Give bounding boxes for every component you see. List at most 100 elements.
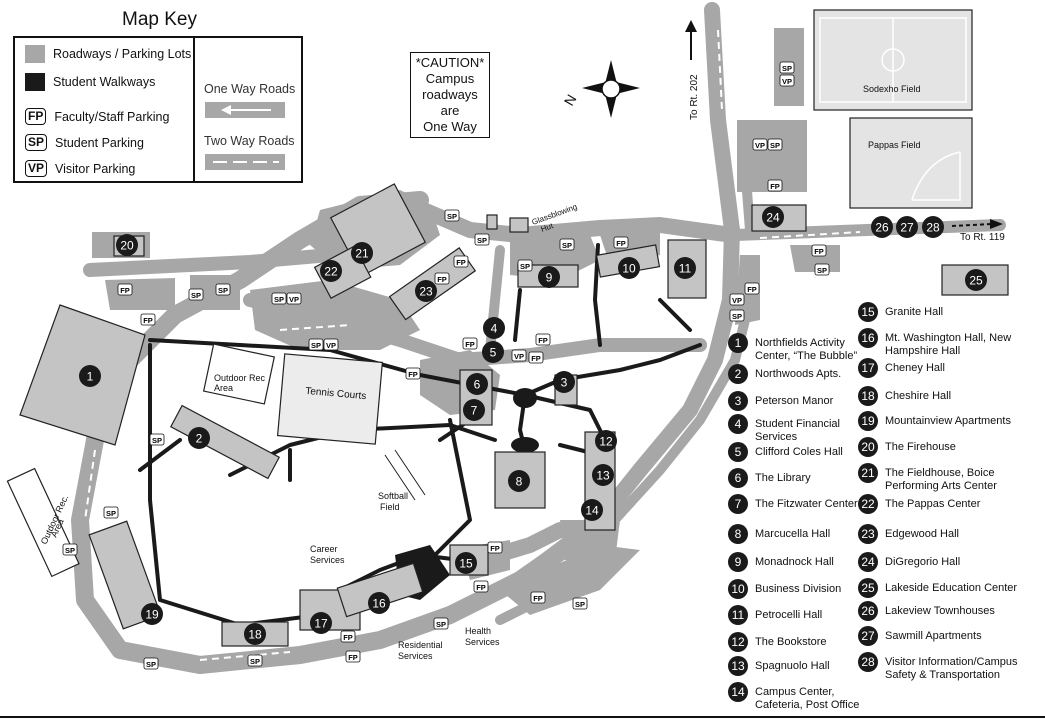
legend-number: 22 xyxy=(858,494,878,514)
key-sp-label: Student Parking xyxy=(55,135,144,150)
legend-name: Petrocelli Hall xyxy=(755,609,823,621)
vp-badge: VP xyxy=(511,349,527,362)
legend-number: 7 xyxy=(728,494,748,514)
roadway-swatch xyxy=(25,45,45,63)
marker-number: 23 xyxy=(419,285,433,299)
legend-name: Marcucella Hall xyxy=(755,528,831,540)
marker-15: 15 xyxy=(455,552,477,574)
rt119-label: To Rt. 119 xyxy=(960,232,1005,243)
walkway-swatch xyxy=(25,73,45,91)
sp-badge: SP xyxy=(767,138,783,151)
marker-6: 6 xyxy=(466,373,488,395)
legend-name: Lakeside Education Center xyxy=(885,582,1018,594)
softball-label-1: Softball xyxy=(378,491,408,501)
marker-number: 10 xyxy=(622,262,636,276)
badge-text: SP xyxy=(477,236,487,245)
legend-name: DiGregorio Hall xyxy=(885,556,961,568)
legend-number: 1 xyxy=(728,333,748,353)
marker-number: 20 xyxy=(120,239,134,253)
marker-number: 18 xyxy=(248,628,262,642)
sp-badge: SP xyxy=(729,309,745,322)
marker-7: 7 xyxy=(463,399,485,421)
marker-22: 22 xyxy=(320,260,342,282)
fp-badge: FP xyxy=(811,244,827,257)
badge-text: SP xyxy=(732,312,742,321)
one-way-markings xyxy=(84,29,861,661)
legend-number: 9 xyxy=(728,552,748,572)
marker-1: 1 xyxy=(79,365,101,387)
legend-item: 21 The Fieldhouse, Boice Performing Arts … xyxy=(858,463,1045,492)
legend-number: 19 xyxy=(858,411,878,431)
sp-badge: SP xyxy=(271,292,287,305)
outdoor-rec-label-1: Outdoor Rec xyxy=(214,373,266,383)
marker-25: 25 xyxy=(965,269,987,291)
legend-name: Northwoods Apts. xyxy=(755,368,842,380)
marker-26: 26 xyxy=(871,216,893,238)
legend-number: 24 xyxy=(858,552,878,572)
key-vp-label: Visitor Parking xyxy=(55,161,136,176)
glassblowing-label-2: Hut xyxy=(540,221,556,234)
badge-text: FP xyxy=(770,182,780,191)
vp-badge: VP xyxy=(779,74,795,87)
legend-number: 21 xyxy=(858,463,878,483)
legend-number: 25 xyxy=(858,578,878,598)
legend-name: Granite Hall xyxy=(885,306,944,318)
health-label-1: Health xyxy=(465,626,491,636)
badge-text: SP xyxy=(436,620,446,629)
legend-number: 20 xyxy=(858,437,878,457)
badge-text: SP xyxy=(447,212,457,221)
residential-label-1: Residential xyxy=(398,640,443,650)
marker-23: 23 xyxy=(415,280,437,302)
sp-badge: SP xyxy=(247,654,263,667)
vp-badge: VP xyxy=(729,293,745,306)
marker-number: 2 xyxy=(196,432,203,446)
badge-text: VP xyxy=(732,296,742,305)
marker-2: 2 xyxy=(188,427,210,449)
badge-text: FP xyxy=(814,247,824,256)
map-key-title: Map Key xyxy=(122,9,197,30)
caution-line: roadways xyxy=(422,87,478,102)
badge-text: FP xyxy=(408,370,418,379)
marker-number: 15 xyxy=(459,557,473,571)
badge-text: SP xyxy=(146,660,156,669)
marker-number: 28 xyxy=(926,221,940,235)
fp-badge: FP xyxy=(473,580,489,593)
marker-number: 6 xyxy=(474,378,481,392)
field-markings xyxy=(819,17,967,201)
marker-number: 1 xyxy=(87,370,94,384)
fp-badge: FP xyxy=(405,367,421,380)
legend-name: Business Division xyxy=(755,583,842,595)
marker-28: 28 xyxy=(922,216,944,238)
legend-number: 8 xyxy=(728,524,748,544)
sp-badge: SP xyxy=(308,338,324,351)
marker-number: 27 xyxy=(900,221,914,235)
fp-badge: FP xyxy=(744,282,760,295)
marker-number: 13 xyxy=(596,469,610,483)
one-way-label: One Way Roads xyxy=(204,82,296,96)
badge-text: FP xyxy=(465,340,475,349)
badge-text: FP xyxy=(476,583,486,592)
marker-20: 20 xyxy=(116,234,138,256)
sp-badge: SP xyxy=(149,433,165,446)
legend-number: 27 xyxy=(858,626,878,646)
key-walkways-label: Student Walkways xyxy=(53,75,156,89)
legend-number: 11 xyxy=(728,605,748,625)
legend-name: The Bookstore xyxy=(755,636,827,648)
legend-number: 26 xyxy=(858,601,878,621)
sp-badge: SP xyxy=(444,209,460,222)
caution-line: *CAUTION* xyxy=(415,55,485,70)
legend-name: The Fieldhouse, Boice Performing Arts Ce… xyxy=(885,467,997,492)
caution-box: *CAUTION* Campus roadways are One Way xyxy=(410,52,490,138)
fp-badge: FP xyxy=(535,333,551,346)
marker-number: 24 xyxy=(766,211,780,225)
marker-number: 19 xyxy=(145,608,159,622)
